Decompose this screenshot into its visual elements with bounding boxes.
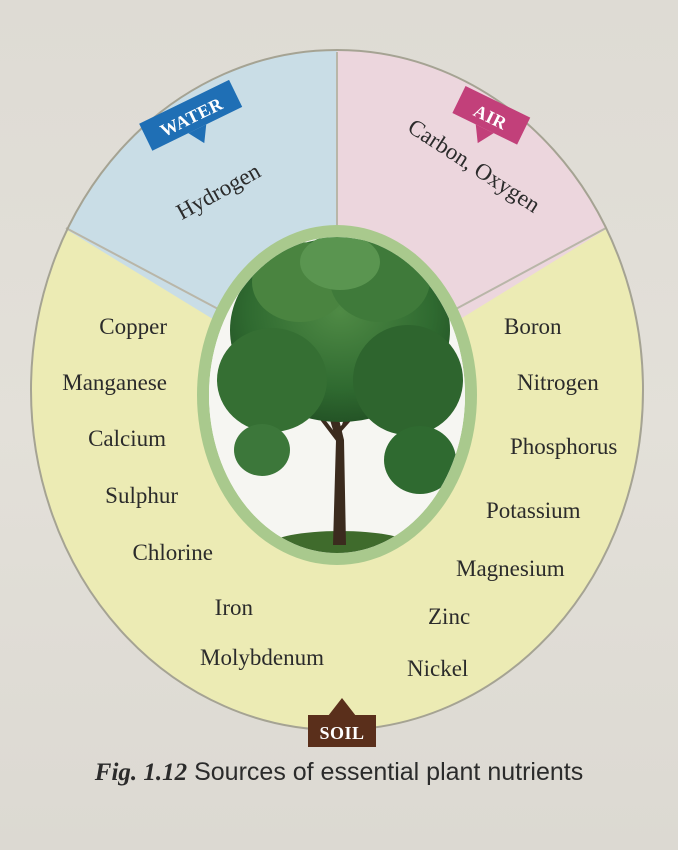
soil-badge-label: SOIL: [319, 723, 364, 743]
nutrient-zinc: Zinc: [428, 604, 470, 629]
nutrient-sulphur: Sulphur: [105, 483, 178, 508]
nutrient-magnesium: Magnesium: [456, 556, 565, 581]
nutrient-boron: Boron: [504, 314, 562, 339]
nutrient-copper: Copper: [99, 314, 167, 339]
nutrient-molybdenum: Molybdenum: [200, 645, 324, 670]
figure-caption-text: Sources of essential plant nutrients: [187, 758, 583, 786]
figure-caption: Fig. 1.12 Sources of essential plant nut…: [0, 758, 678, 787]
figure-label: Fig. 1.12: [95, 759, 187, 786]
nutrient-nickel: Nickel: [407, 656, 468, 681]
nutrient-calcium: Calcium: [88, 426, 166, 451]
nutrient-potassium: Potassium: [486, 498, 581, 523]
nutrient-nitrogen: Nitrogen: [517, 370, 599, 395]
nutrient-manganese: Manganese: [62, 370, 167, 395]
nutrient-phosphorus: Phosphorus: [510, 434, 617, 459]
nutrient-iron: Iron: [215, 595, 254, 620]
nutrient-chlorine: Chlorine: [133, 540, 214, 565]
